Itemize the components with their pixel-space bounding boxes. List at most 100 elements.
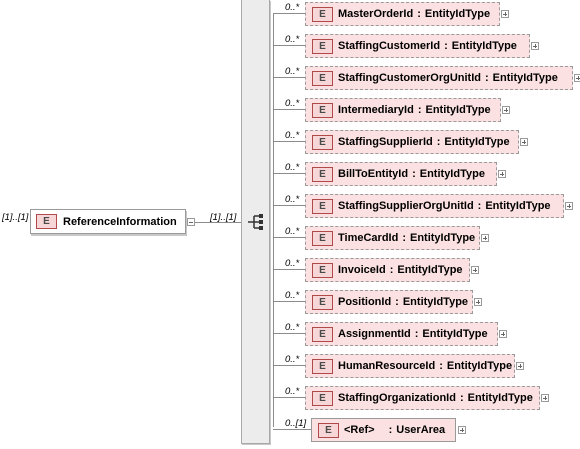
- child-cardinality: 0..*: [285, 130, 300, 141]
- collapse-minus-icon[interactable]: [187, 218, 195, 226]
- child-connector: [273, 269, 305, 270]
- element-name: StaffingSupplierId: [338, 136, 433, 148]
- expand-plus-icon[interactable]: [574, 74, 580, 82]
- expand-plus-icon[interactable]: [520, 138, 528, 146]
- child-element-master-order-id[interactable]: E MasterOrderId:EntityIdType: [305, 2, 500, 26]
- expand-plus-icon[interactable]: [516, 362, 524, 370]
- element-type: EntityIdType: [409, 232, 476, 244]
- element-type: EntityIdType: [422, 328, 488, 340]
- child-element-label: StaffingCustomerId:EntityIdType: [338, 40, 517, 52]
- type-separator: :: [395, 296, 399, 308]
- element-name: BillToEntityId: [338, 168, 409, 180]
- expand-plus-icon[interactable]: [499, 330, 507, 338]
- expand-plus-icon[interactable]: [531, 42, 539, 50]
- ref-element-label: <Ref>:UserArea: [344, 424, 445, 436]
- expand-plus-icon[interactable]: [474, 298, 482, 306]
- child-element-label: MasterOrderId:EntityIdType: [338, 8, 490, 20]
- expand-plus-icon[interactable]: [541, 394, 549, 402]
- element-type: EntityIdType: [492, 72, 558, 84]
- child-element-staffing-customer-org-unit-id[interactable]: E StaffingCustomerOrgUnitId:EntityIdType: [305, 66, 573, 90]
- type-separator: :: [436, 136, 441, 148]
- element-name: AssignmentId: [338, 328, 411, 340]
- element-type: EntityIdType: [451, 40, 517, 52]
- child-element-label: PositionId:EntityIdType: [338, 296, 468, 308]
- element-badge: E: [312, 7, 333, 22]
- element-badge: E: [312, 199, 333, 214]
- type-separator: :: [412, 168, 416, 180]
- ref-marker: <Ref>: [344, 424, 375, 436]
- element-badge: E: [312, 391, 333, 406]
- expand-plus-icon[interactable]: [498, 170, 506, 178]
- element-badge: E: [312, 39, 333, 54]
- type-separator: :: [417, 8, 421, 20]
- element-badge: E: [312, 295, 333, 310]
- element-name: TimeCardId: [338, 232, 399, 244]
- child-element-human-resource-id[interactable]: E HumanResourceId:EntityIdType: [305, 354, 515, 378]
- element-type: EntityIdType: [425, 104, 491, 116]
- root-element-reference-information[interactable]: E ReferenceInformation: [30, 209, 186, 234]
- child-cardinality: 0..*: [285, 194, 300, 205]
- element-name: StaffingSupplierOrgUnitId: [338, 200, 474, 212]
- element-name: StaffingCustomerId: [338, 40, 441, 52]
- sequence-cardinality: [1]..[1]: [210, 212, 237, 223]
- element-name: HumanResourceId: [338, 360, 436, 372]
- child-connector: [273, 109, 305, 110]
- child-connector: [273, 173, 305, 174]
- element-badge: E: [36, 214, 57, 229]
- child-connector: [273, 13, 305, 14]
- expand-plus-icon[interactable]: [471, 266, 479, 274]
- type-separator: :: [402, 232, 406, 244]
- element-badge: E: [312, 327, 333, 342]
- child-element-label: BillToEntityId:EntityIdType: [338, 168, 485, 180]
- child-connector: [273, 205, 305, 206]
- type-separator: :: [485, 72, 489, 84]
- child-connector: [273, 77, 305, 78]
- root-connector: [195, 222, 241, 223]
- element-badge: E: [312, 359, 333, 374]
- expand-plus-icon[interactable]: [458, 426, 466, 434]
- element-type: EntityIdType: [485, 200, 551, 212]
- child-element-label: HumanResourceId:EntityIdType: [338, 360, 512, 372]
- child-cardinality: 0..*: [285, 2, 300, 13]
- expand-plus-icon[interactable]: [501, 10, 509, 18]
- type-separator: :: [389, 264, 394, 276]
- child-element-label: StaffingCustomerOrgUnitId:EntityIdType: [338, 72, 558, 84]
- child-cardinality: 0..*: [285, 34, 300, 45]
- child-element-time-card-id[interactable]: E TimeCardId:EntityIdType: [305, 226, 480, 250]
- child-connector: [273, 45, 305, 46]
- expand-plus-icon[interactable]: [481, 234, 489, 242]
- child-connector: [273, 429, 311, 430]
- element-type: EntityIdType: [444, 136, 510, 148]
- sequence-compositor-icon[interactable]: [246, 212, 266, 232]
- element-badge: E: [312, 263, 333, 278]
- child-element-staffing-customer-id[interactable]: E StaffingCustomerId:EntityIdType: [305, 34, 530, 58]
- child-cardinality: 0..[1]: [285, 418, 307, 429]
- child-cardinality: 0..*: [285, 322, 300, 333]
- element-type: EntityIdType: [402, 296, 469, 308]
- child-connector: [273, 237, 305, 238]
- root-cardinality: [1]..[1]: [2, 212, 29, 223]
- element-badge: E: [312, 71, 333, 86]
- element-type: EntityIdType: [419, 168, 485, 180]
- child-connector: [273, 141, 305, 142]
- type-separator: :: [439, 360, 443, 372]
- type-separator: :: [477, 200, 482, 212]
- element-name: PositionId: [338, 296, 392, 308]
- child-element-user-area-ref[interactable]: E <Ref>:UserArea: [311, 418, 456, 442]
- type-separator: :: [388, 424, 393, 436]
- child-element-label: StaffingSupplierId:EntityIdType: [338, 136, 510, 148]
- element-badge: E: [318, 423, 339, 438]
- expand-plus-icon[interactable]: [502, 106, 510, 114]
- child-element-position-id[interactable]: E PositionId:EntityIdType: [305, 290, 473, 314]
- expand-plus-icon[interactable]: [565, 202, 573, 210]
- element-badge: E: [312, 231, 333, 246]
- child-element-staffing-supplier-org-unit-id[interactable]: E StaffingSupplierOrgUnitId:EntityIdType: [305, 194, 564, 218]
- child-element-label: TimeCardId:EntityIdType: [338, 232, 475, 244]
- child-cardinality: 0..*: [285, 258, 300, 269]
